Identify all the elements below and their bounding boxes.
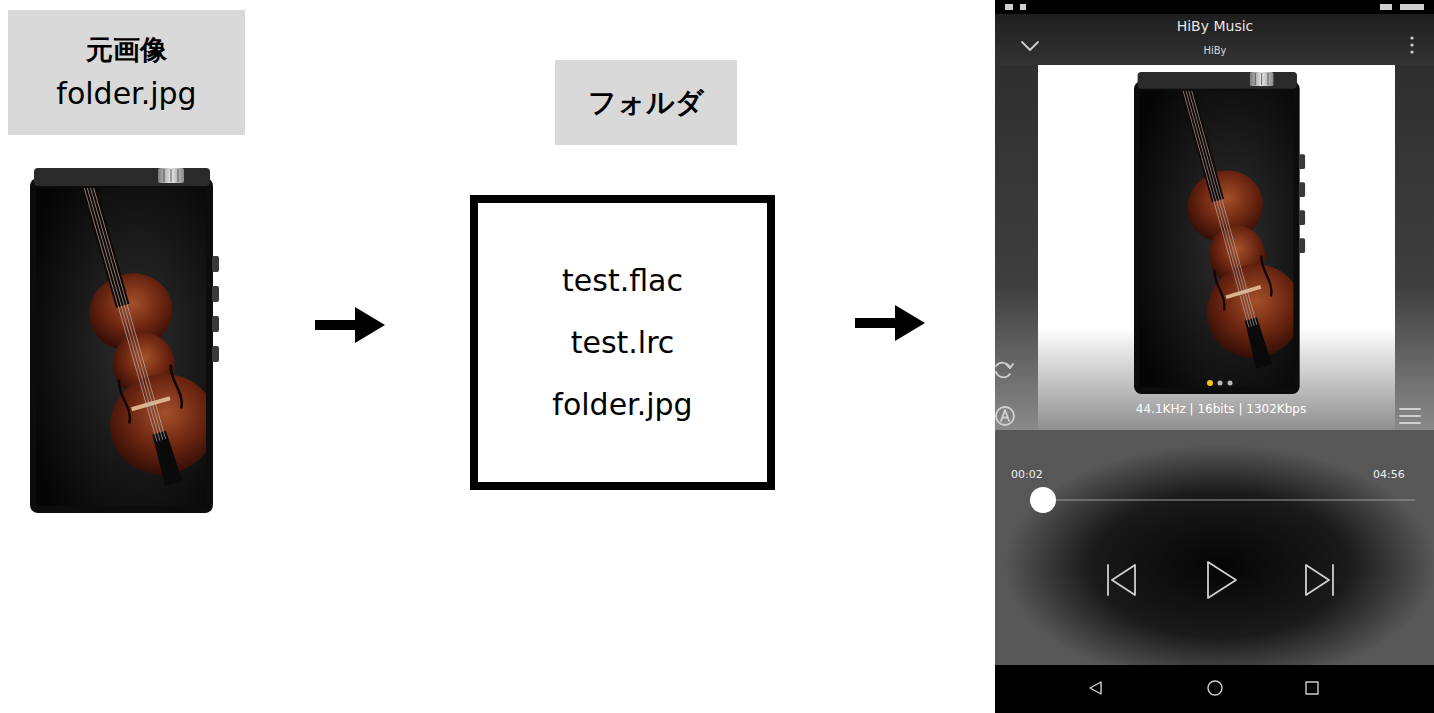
illustration-part [995, 0, 1434, 14]
illustration-part [995, 665, 1434, 713]
illustration-part [1218, 381, 1223, 386]
illustration-part [1208, 681, 1222, 695]
illustration-part [1400, 422, 1420, 424]
artist-name-wrap: HiBy [1203, 45, 1226, 58]
source-image-column: 元画像 folder.jpg [8, 10, 245, 515]
app-title-wrap: HiBy Music [1177, 18, 1254, 36]
player-screen: HiBy MusicHiBy 44.1KHz | 16bits | 1302Kbp… [995, 0, 1434, 713]
source-player-image [29, 121, 230, 513]
album-art [1133, 28, 1315, 394]
player-icons [996, 36, 1420, 695]
illustration-part [1107, 565, 1109, 595]
file-list: test.flac test.lrc folder.jpg [552, 250, 692, 436]
folder-heading: フォルダ [588, 85, 704, 120]
illustration-part [996, 372, 1010, 377]
image-heading: 元画像 [86, 33, 167, 67]
illustration-part [996, 407, 1014, 425]
illustration-part [1020, 4, 1026, 10]
illustration-part [1332, 565, 1334, 595]
illustration-part [1395, 65, 1434, 430]
total-time: 04:56 [1373, 468, 1405, 482]
label-box: 元画像 folder.jpg [8, 10, 245, 135]
illustration-part [1208, 562, 1236, 598]
audio-format-wrap: 44.1KHz | 16bits | 1302Kbps [1136, 402, 1306, 417]
folder-label: フォルダ [555, 60, 737, 145]
illustration-part [1005, 4, 1013, 10]
illustration-part [1001, 410, 1009, 421]
illustration-part [1228, 381, 1233, 386]
file-name: folder.jpg [56, 75, 196, 113]
illustration-part [1306, 682, 1318, 694]
folder-heading-wrap: フォルダ [588, 85, 704, 120]
artist-name: HiBy [1203, 45, 1226, 58]
total-time-wrap: 04:56 [1373, 468, 1405, 482]
image-heading-wrap: 元画像 [86, 33, 167, 67]
illustration-part [1410, 50, 1413, 53]
illustration-part [995, 0, 1434, 713]
flow-arrow [315, 320, 355, 330]
app-title: HiBy Music [1177, 18, 1254, 36]
illustration-part [1030, 499, 1415, 500]
illustration-part [1003, 417, 1008, 419]
illustration-part [1022, 42, 1038, 50]
folder-box: test.flac test.lrc folder.jpg [470, 195, 775, 490]
illustration-part [1005, 445, 1434, 685]
illustration-part [29, 121, 230, 513]
illustration-part [1006, 364, 1013, 368]
illustration-part [995, 65, 1038, 430]
illustration-part [1410, 36, 1413, 39]
audio-format: 44.1KHz | 16bits | 1302Kbps [1136, 402, 1306, 417]
illustration-part [1112, 565, 1135, 595]
illustration-part [1400, 408, 1420, 410]
illustration-part [995, 14, 1434, 65]
illustration-part [1090, 682, 1101, 694]
flow-arrow [855, 318, 895, 328]
illustration-part [1410, 43, 1413, 46]
illustration-part [1400, 4, 1424, 10]
elapsed-time: 00:02 [1011, 468, 1043, 482]
illustration-part [1380, 4, 1392, 10]
illustration-part [1400, 415, 1420, 417]
illustration-part [1306, 565, 1329, 595]
illustration-part [1207, 380, 1213, 386]
file-list-wrap: test.flac test.lrc folder.jpg [552, 250, 692, 436]
illustration-part [1030, 487, 1056, 513]
illustration-part [1133, 28, 1315, 394]
file-name-wrap: folder.jpg [56, 75, 196, 113]
elapsed-time-wrap: 00:02 [1011, 468, 1043, 482]
player-screen-background [995, 0, 1434, 713]
